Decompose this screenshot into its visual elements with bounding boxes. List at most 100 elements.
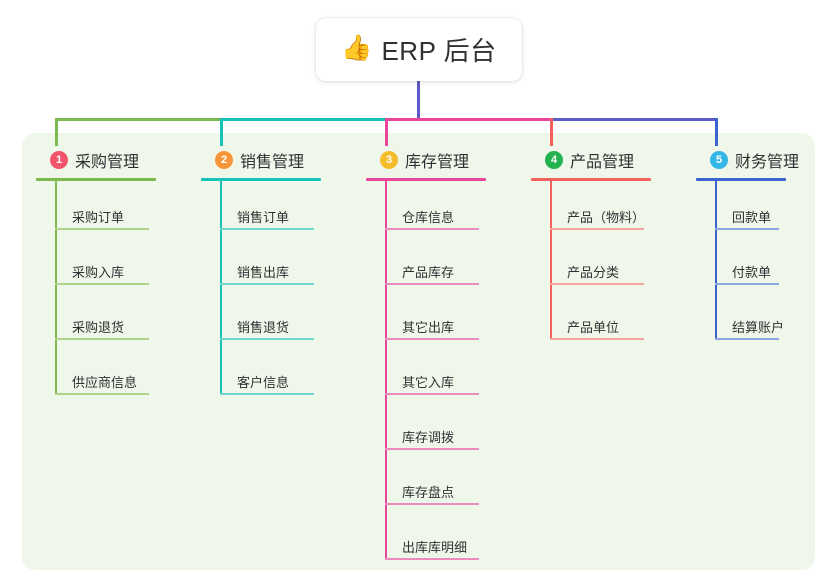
leaf-underline: [385, 448, 479, 450]
branch-number-badge: 3: [380, 151, 398, 169]
branch-underline: [531, 178, 651, 181]
leaf-underline: [55, 393, 149, 395]
branch-header-4[interactable]: 4 产品管理: [531, 148, 681, 172]
leaf-underline: [385, 338, 479, 340]
leaf-label: 销售出库: [237, 265, 290, 280]
branch-2[interactable]: 2 销售管理销售订单销售出库销售退货客户信息: [201, 148, 351, 401]
leaf-underline: [220, 228, 314, 230]
leaf-underline: [550, 283, 644, 285]
branch-children-5: 回款单付款单结算账户: [696, 181, 816, 346]
branch-underline: [201, 178, 321, 181]
branch-1[interactable]: 1 采购管理采购订单采购入库采购退货供应商信息: [36, 148, 186, 401]
branch-number-badge: 4: [545, 151, 563, 169]
drop-connector-3: [385, 118, 388, 146]
leaf-label: 销售订单: [237, 210, 290, 225]
leaf-underline: [220, 283, 314, 285]
bus-segment-3: [385, 118, 553, 121]
leaf-underline: [715, 338, 779, 340]
leaf-node[interactable]: 销售订单: [201, 181, 351, 236]
bus-segment-1: [55, 118, 223, 121]
leaf-node[interactable]: 产品单位: [531, 291, 681, 346]
leaf-label: 产品（物料）: [567, 210, 646, 225]
leaf-node[interactable]: 其它出库: [366, 291, 516, 346]
leaf-label: 出库库明细: [402, 540, 468, 555]
leaf-node[interactable]: 出库库明细: [366, 511, 516, 566]
leaf-node[interactable]: 销售出库: [201, 236, 351, 291]
leaf-underline: [715, 283, 779, 285]
leaf-underline: [385, 558, 479, 560]
leaf-label: 其它出库: [402, 320, 455, 335]
leaf-label: 采购入库: [72, 265, 125, 280]
leaf-underline: [385, 228, 479, 230]
leaf-underline: [385, 393, 479, 395]
leaf-underline: [220, 338, 314, 340]
leaf-node[interactable]: 结算账户: [696, 291, 816, 346]
root-stem-connector: [417, 81, 420, 121]
root-node[interactable]: 👍 ERP 后台: [316, 18, 522, 81]
branch-header-1[interactable]: 1 采购管理: [36, 148, 186, 172]
thumbs-up-emoji: 👍: [341, 34, 373, 62]
branch-header-2[interactable]: 2 销售管理: [201, 148, 351, 172]
leaf-node[interactable]: 其它入库: [366, 346, 516, 401]
branch-title-label: 产品管理: [570, 154, 635, 171]
leaf-label: 产品分类: [567, 265, 620, 280]
drop-connector-4: [550, 118, 553, 146]
leaf-label: 产品单位: [567, 320, 620, 335]
leaf-node[interactable]: 采购订单: [36, 181, 186, 236]
leaf-node[interactable]: 销售退货: [201, 291, 351, 346]
leaf-underline: [550, 228, 644, 230]
branch-spine: [55, 181, 57, 395]
branch-header-3[interactable]: 3 库存管理: [366, 148, 516, 172]
branch-number-badge: 2: [215, 151, 233, 169]
drop-connector-1: [55, 118, 58, 146]
branch-children-1: 采购订单采购入库采购退货供应商信息: [36, 181, 186, 401]
branch-4[interactable]: 4 产品管理产品（物料） 产品分类产品单位: [531, 148, 681, 346]
leaf-node[interactable]: 产品分类: [531, 236, 681, 291]
leaf-node[interactable]: 仓库信息: [366, 181, 516, 236]
leaf-node[interactable]: 库存盘点: [366, 456, 516, 511]
drop-connector-2: [220, 118, 223, 146]
branch-number-badge: 1: [50, 151, 68, 169]
branch-spine: [220, 181, 222, 395]
leaf-underline: [550, 338, 644, 340]
leaf-underline: [220, 393, 314, 395]
leaf-node[interactable]: 产品库存: [366, 236, 516, 291]
leaf-node[interactable]: 采购退货: [36, 291, 186, 346]
leaf-label: 采购退货: [72, 320, 125, 335]
leaf-node[interactable]: 付款单: [696, 236, 816, 291]
leaf-node[interactable]: 回款单: [696, 181, 816, 236]
branch-title-label: 库存管理: [405, 154, 470, 171]
branch-spine: [715, 181, 717, 340]
branch-3[interactable]: 3 库存管理仓库信息产品库存其它出库其它入库库存调拨库存盘点出库库明细: [366, 148, 516, 566]
leaf-underline: [55, 228, 149, 230]
branch-spine: [550, 181, 552, 340]
leaf-label: 产品库存: [402, 265, 455, 280]
leaf-label: 付款单: [732, 265, 772, 280]
leaf-node[interactable]: 库存调拨: [366, 401, 516, 456]
leaf-label: 供应商信息: [72, 375, 138, 390]
leaf-label: 库存调拨: [402, 430, 455, 445]
leaf-node[interactable]: 采购入库: [36, 236, 186, 291]
bus-segment-2: [220, 118, 388, 121]
leaf-node[interactable]: 供应商信息: [36, 346, 186, 401]
leaf-label: 回款单: [732, 210, 772, 225]
leaf-label: 客户信息: [237, 375, 290, 390]
branch-title-label: 销售管理: [240, 154, 305, 171]
branch-underline: [696, 178, 786, 181]
branch-children-4: 产品（物料） 产品分类产品单位: [531, 181, 681, 346]
root-node-label: ERP 后台: [381, 36, 497, 66]
drop-connector-5: [715, 118, 718, 146]
leaf-label: 仓库信息: [402, 210, 455, 225]
branch-title-label: 财务管理: [735, 154, 800, 171]
leaf-node[interactable]: 客户信息: [201, 346, 351, 401]
leaf-underline: [385, 283, 479, 285]
diagram-background-panel: [22, 133, 815, 570]
leaf-underline: [715, 228, 779, 230]
leaf-underline: [385, 503, 479, 505]
leaf-underline: [55, 283, 149, 285]
branch-title-label: 采购管理: [75, 154, 140, 171]
leaf-node[interactable]: 产品（物料）: [531, 181, 681, 236]
branch-underline: [366, 178, 486, 181]
